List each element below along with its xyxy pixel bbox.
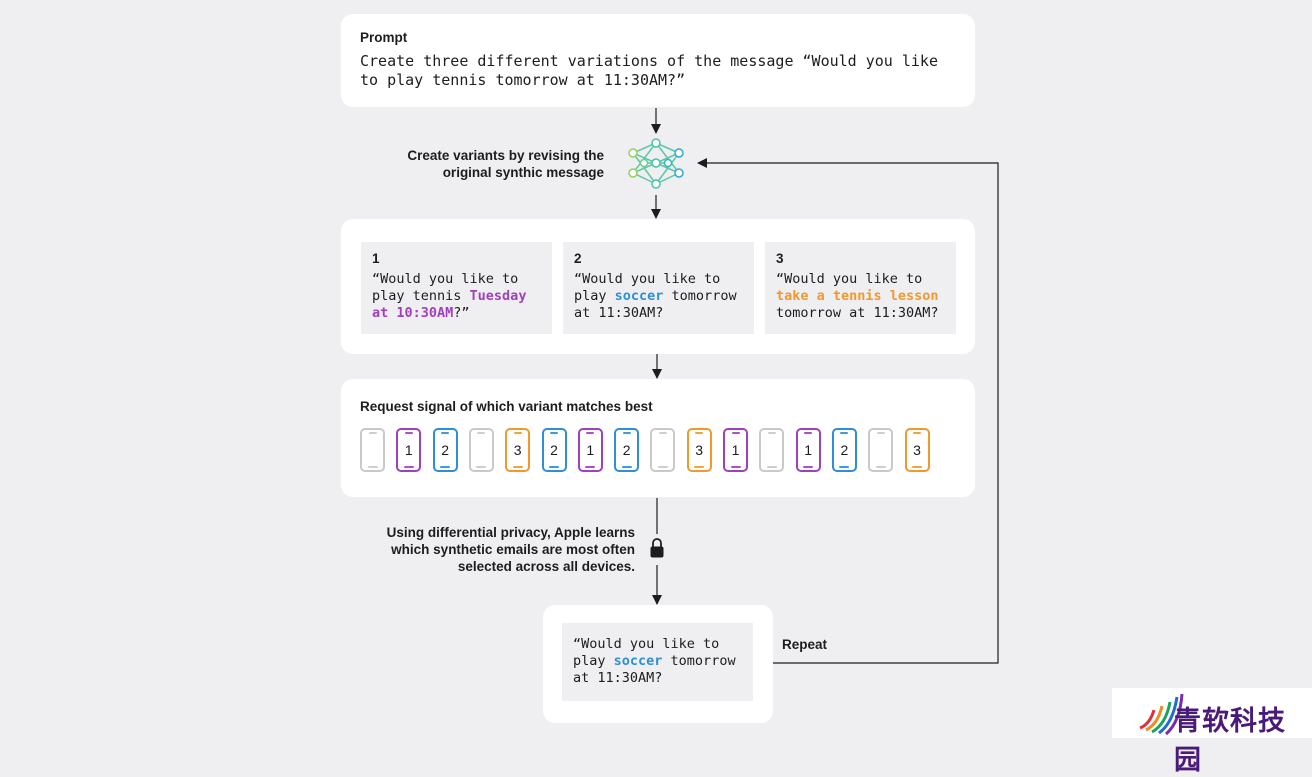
phone-icon bbox=[650, 428, 676, 472]
phone-icon: 1 bbox=[396, 428, 422, 472]
variant-number: 3 bbox=[776, 251, 784, 266]
prompt-title: Prompt bbox=[360, 30, 408, 45]
signal-title: Request signal of which variant matches … bbox=[360, 399, 653, 414]
variant-text: “Would you like to play tennis Tuesday a… bbox=[372, 271, 527, 321]
phone-icon: 2 bbox=[541, 428, 567, 472]
variant-highlight: Tuesday at 10:30AM bbox=[372, 288, 527, 321]
phone-variant-number: 2 bbox=[840, 442, 849, 458]
watermark-logo-icon bbox=[1139, 693, 1184, 736]
variant-text: “Would you like to take a tennis lesson … bbox=[776, 271, 939, 321]
prompt-text: Create three different variations of the… bbox=[360, 52, 938, 89]
phone-variant-number: 3 bbox=[913, 442, 921, 458]
phone-variant-number: 2 bbox=[550, 442, 558, 458]
phone-icon: 1 bbox=[723, 428, 748, 472]
phone-icon bbox=[468, 428, 494, 472]
neural-network-icon bbox=[628, 138, 684, 189]
phone-icon bbox=[360, 428, 385, 472]
arrow-repeat-loop bbox=[697, 158, 999, 664]
phone-variant-number: 3 bbox=[513, 442, 522, 458]
result-card: “Would you like to play soccer tomorrow … bbox=[543, 605, 773, 723]
variant-highlight: take a tennis lesson bbox=[776, 288, 939, 304]
phone-icon: 2 bbox=[614, 428, 640, 472]
phone-icon: 3 bbox=[686, 428, 712, 472]
phone-variant-number: 1 bbox=[404, 442, 413, 458]
phone-icon: 1 bbox=[795, 428, 821, 472]
variant-2: 2 “Would you like to play soccer tomorro… bbox=[563, 242, 754, 334]
repeat-label: Repeat bbox=[782, 637, 828, 652]
phone-icon: 2 bbox=[831, 428, 857, 472]
phone-icon bbox=[759, 428, 785, 472]
variant-text: “Would you like to play soccer tomorrow … bbox=[574, 271, 737, 321]
phone-icon: 2 bbox=[432, 428, 458, 472]
watermark: 青软科技园 bbox=[1112, 688, 1312, 775]
phone-variant-number: 1 bbox=[804, 442, 812, 458]
variant-number: 2 bbox=[574, 251, 582, 266]
variants-card: 1 “Would you like to play tennis Tuesday… bbox=[341, 219, 975, 354]
signal-card: Request signal of which variant matches … bbox=[341, 379, 975, 497]
privacy-note: Using differential privacy, Apple learns… bbox=[386, 525, 635, 574]
phone-variant-number: 3 bbox=[695, 442, 704, 458]
variant-number: 1 bbox=[372, 251, 380, 266]
prompt-card: Prompt Create three different variations… bbox=[341, 14, 975, 107]
phone-variant-number: 2 bbox=[441, 442, 449, 458]
phone-variant-number: 1 bbox=[731, 442, 740, 458]
connector-arrows bbox=[628, 108, 999, 664]
phone-icon: 1 bbox=[577, 428, 603, 472]
result-text: “Would you like to play soccer tomorrow … bbox=[562, 623, 753, 701]
phone-icon: 3 bbox=[904, 428, 930, 472]
variant-1: 1 “Would you like to play tennis Tuesday… bbox=[361, 242, 552, 334]
phone-icon: 3 bbox=[505, 428, 531, 472]
phone-icon bbox=[868, 428, 894, 472]
lock-icon bbox=[650, 538, 664, 558]
variant-3: 3 “Would you like to take a tennis lesso… bbox=[765, 242, 956, 334]
phone-variant-number: 2 bbox=[622, 442, 631, 458]
phone-variant-number: 1 bbox=[586, 442, 595, 458]
model-note: Create variants by revising the original… bbox=[407, 148, 604, 180]
result-highlight: soccer bbox=[613, 653, 663, 669]
watermark-text: 青软科技园 bbox=[1174, 706, 1286, 775]
variant-highlight: soccer bbox=[614, 288, 664, 304]
